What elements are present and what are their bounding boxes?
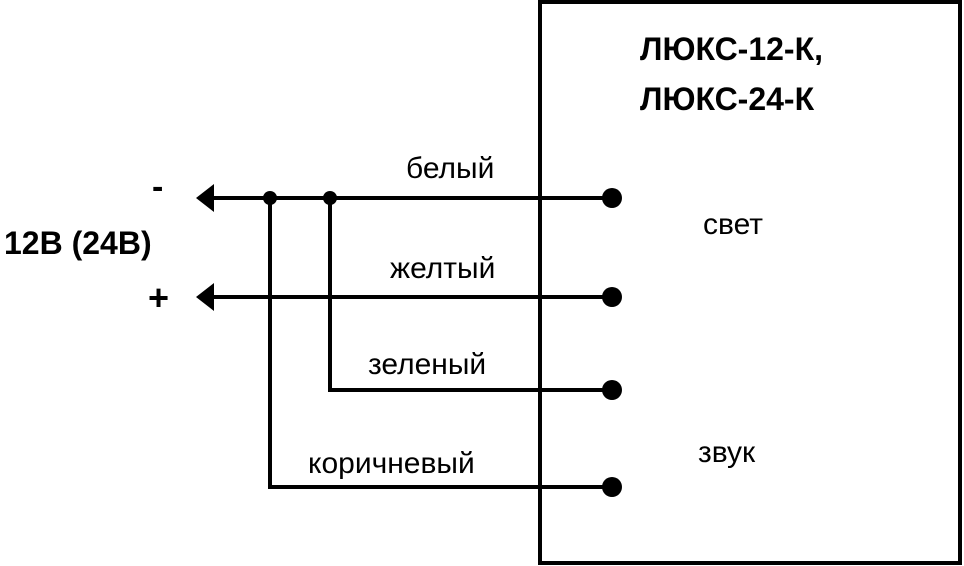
device-box — [538, 0, 962, 565]
power-voltage-label: 12В (24В) — [4, 225, 152, 261]
brown-wire-terminal — [602, 477, 622, 497]
green-wire-terminal — [602, 380, 622, 400]
brown-wire-label: коричневый — [308, 447, 475, 480]
device-title-line1: ЛЮКС-12-К, — [640, 31, 823, 67]
brown-wire — [268, 198, 622, 497]
green-wire-label: зеленый — [368, 348, 486, 381]
yellow-wire — [196, 283, 622, 311]
white-wire — [196, 184, 622, 212]
device-title-line2: ЛЮКС-24-К — [640, 81, 815, 117]
white-wire-label: белый — [406, 152, 494, 185]
green-wire — [328, 198, 622, 400]
yellow-wire-terminal — [602, 287, 622, 307]
output-light-label: свет — [703, 208, 763, 241]
output-sound-label: звук — [698, 436, 756, 469]
minus-arrow-icon — [196, 184, 214, 212]
white-wire-terminal — [602, 188, 622, 208]
yellow-wire-label: желтый — [390, 252, 495, 285]
power-minus-label: - — [152, 168, 163, 206]
power-plus-label: + — [148, 277, 169, 318]
plus-arrow-icon — [196, 283, 214, 311]
